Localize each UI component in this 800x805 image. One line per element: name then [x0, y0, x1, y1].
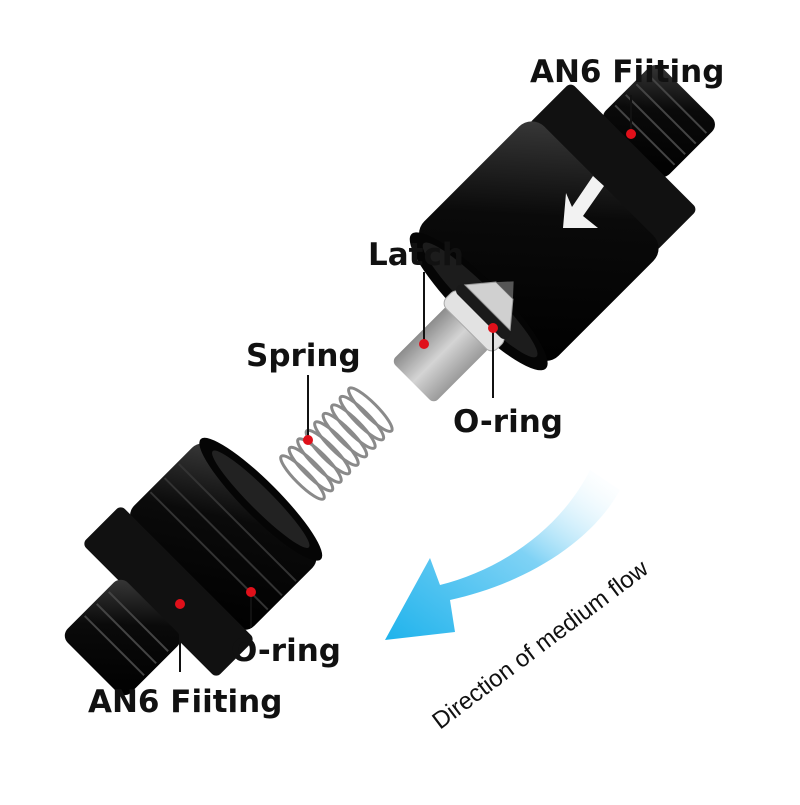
- marker-bottom-fitting: [175, 599, 185, 609]
- bottom-an6-fitting: [64, 437, 323, 696]
- label-latch: Latch: [368, 237, 464, 273]
- marker-spring: [303, 435, 313, 445]
- marker-latch: [419, 339, 429, 349]
- marker-top-fitting: [626, 129, 636, 139]
- label-top-fitting: AN6 Fiiting: [530, 54, 724, 90]
- latch-part: [393, 281, 514, 402]
- label-bottom-oring: O-ring: [231, 633, 341, 669]
- fitting-arrow-icon: [563, 176, 604, 228]
- leader-lines: [179, 95, 632, 672]
- flow-direction-arrow: [385, 470, 620, 640]
- label-bottom-fitting: AN6 Fiiting: [88, 684, 282, 720]
- label-spring: Spring: [246, 338, 361, 374]
- spring-part: [279, 386, 394, 501]
- marker-bottom-oring: [246, 587, 256, 597]
- marker-top-oring: [488, 323, 498, 333]
- label-top-oring: O-ring: [453, 404, 563, 440]
- marker-dots: [175, 129, 636, 609]
